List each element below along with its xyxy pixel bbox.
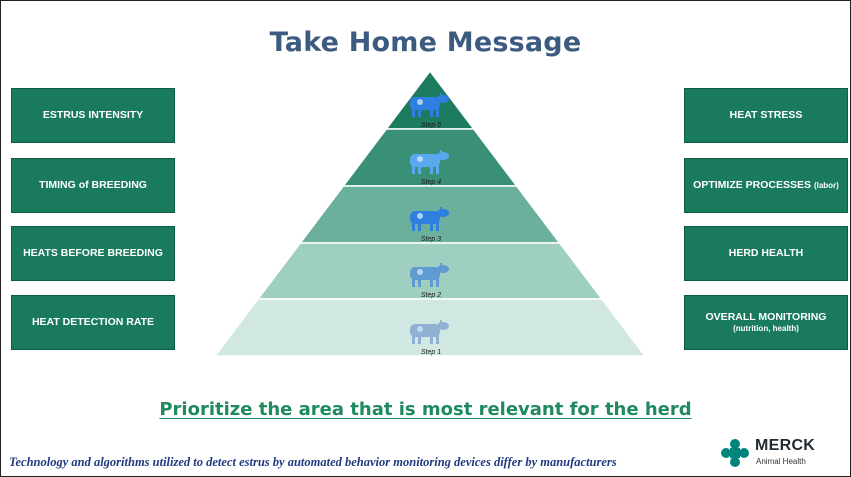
- left-box-estrus-intensity: ESTRUS INTENSITY: [11, 88, 175, 143]
- merck-logo: MERCK Animal Health: [721, 437, 831, 473]
- step-label: Step 1: [421, 349, 441, 356]
- box-label: TIMING of BREEDING: [39, 178, 147, 191]
- cow-icon: [410, 207, 449, 231]
- cow-icon: [410, 263, 449, 287]
- left-box-heats-before-breeding: HEATS BEFORE BREEDING: [11, 226, 175, 281]
- right-box-herd-health: HERD HEALTH: [684, 226, 848, 281]
- box-label: HEATS BEFORE BREEDING: [23, 246, 163, 259]
- box-label-small: (labor): [813, 180, 839, 190]
- logo-subtitle: Animal Health: [756, 457, 806, 466]
- right-box-overall-monitoring: OVERALL MONITORING (nutrition, health): [684, 295, 848, 350]
- box-label: HEAT DETECTION RATE: [31, 315, 155, 328]
- footnote: Technology and algorithms utilized to de…: [9, 455, 617, 469]
- box-label: ESTRUS INTENSITY: [42, 108, 144, 121]
- left-box-heat-detection-rate: HEAT DETECTION RATE: [11, 295, 175, 350]
- merck-logo-icon: [721, 439, 749, 467]
- box-sublabel: (nutrition, health): [733, 324, 799, 334]
- box-label: OPTIMIZE PROCESSES (labor): [693, 179, 839, 192]
- right-box-optimize-processes: OPTIMIZE PROCESSES (labor): [684, 158, 848, 213]
- cow-icon: [410, 93, 449, 117]
- tagline: Prioritize the area that is most relevan…: [159, 399, 692, 420]
- step-label: Step 4: [421, 179, 441, 186]
- page-title: Take Home Message: [269, 27, 582, 58]
- cow-icon: [410, 150, 449, 174]
- box-label: HERD HEALTH: [728, 246, 804, 259]
- step-label: Step 5: [421, 122, 441, 129]
- logo-wordmark: MERCK: [755, 437, 816, 454]
- step-label: Step 3: [421, 236, 441, 243]
- right-box-heat-stress: HEAT STRESS: [684, 88, 848, 143]
- box-label: OVERALL MONITORING: [705, 310, 827, 323]
- box-label-main: OPTIMIZE PROCESSES: [693, 178, 812, 191]
- cow-icon: [410, 320, 449, 344]
- left-box-timing-of-breeding: TIMING of BREEDING: [11, 158, 175, 213]
- step-label: Step 2: [421, 292, 441, 299]
- box-label: HEAT STRESS: [729, 108, 803, 121]
